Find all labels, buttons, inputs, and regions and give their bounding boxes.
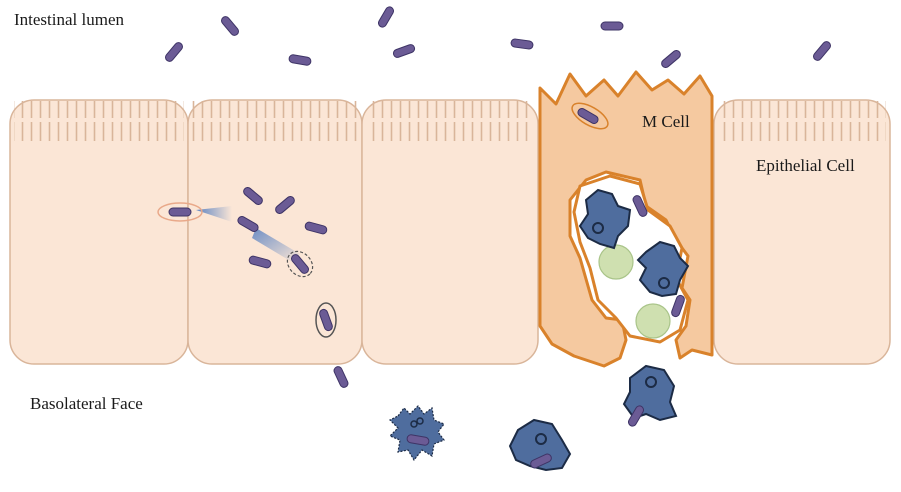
macrophage bbox=[578, 188, 632, 250]
basolateral-face-label: Basolateral Face bbox=[30, 394, 143, 413]
bacteria-group-mcell bbox=[632, 195, 685, 318]
bacterium bbox=[577, 108, 599, 124]
intestinal-lumen-label: Intestinal lumen bbox=[14, 10, 125, 29]
macrophage bbox=[636, 240, 690, 298]
vesicle bbox=[635, 303, 671, 339]
vesicle bbox=[598, 244, 634, 280]
bacterium bbox=[333, 366, 349, 388]
bacteria-group-cell bbox=[157, 187, 337, 338]
epithelial-cell-4 bbox=[713, 99, 891, 365]
vacuole bbox=[571, 102, 609, 130]
bacteria-group-lumen bbox=[165, 6, 831, 68]
macrophage bbox=[508, 418, 572, 472]
macrophage-dying bbox=[388, 405, 445, 462]
macrophage bbox=[622, 364, 678, 427]
epithelial-cell-label: Epithelial Cell bbox=[756, 156, 855, 175]
m-cell-label: M Cell bbox=[642, 112, 690, 131]
epithelial-cell-3 bbox=[361, 99, 539, 365]
epithelial-cell-1 bbox=[9, 99, 189, 365]
